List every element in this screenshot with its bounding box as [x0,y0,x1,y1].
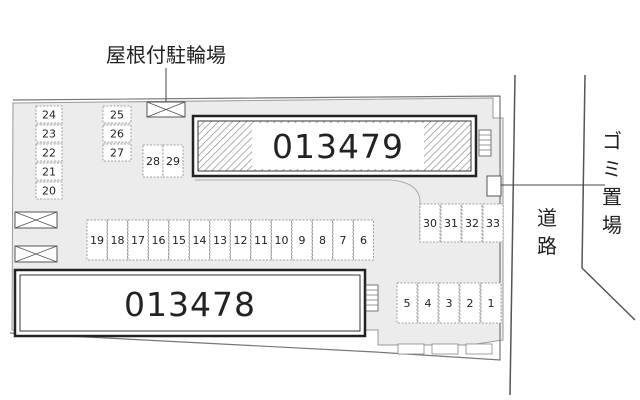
parking-space[interactable] [230,219,251,261]
building-label-013478: 013478 [124,285,256,324]
parking-space[interactable] [162,144,184,178]
bicycle-parking-shelter [146,101,186,118]
road-edge-right [581,74,586,269]
parking-space-number: 28 [146,155,160,168]
parking-space[interactable] [35,105,63,124]
parking-space-number: 13 [213,234,227,247]
parking-space-number: 29 [166,155,180,168]
parking-space[interactable] [417,282,439,324]
parking-space-number: 30 [423,217,437,230]
garbage-area[interactable] [486,175,502,197]
parking-space-number: 24 [42,109,56,122]
parking-space-number: 6 [360,234,367,247]
parking-space-number: 18 [111,234,125,247]
parking-space[interactable] [102,105,132,124]
parking-space[interactable] [461,203,483,243]
small-bay [397,343,425,355]
parking-space-number: 23 [42,128,56,141]
parking-space[interactable] [107,219,128,261]
parking-space[interactable] [102,143,132,162]
parking-space-number: 4 [425,297,432,310]
garbage-label: ゴミ置場 [602,129,622,237]
utility-box [14,245,58,263]
parking-space-number: 3 [446,297,453,310]
parking-space-number: 20 [42,185,56,198]
parking-space[interactable] [35,181,63,200]
parking-space-number: 26 [110,128,124,141]
parking-space-number: 10 [275,234,289,247]
parking-space[interactable] [168,219,190,261]
parking-space-number: 19 [90,234,104,247]
parking-space[interactable] [148,219,169,261]
building-label-013479: 013479 [272,127,404,166]
parking-space-number: 9 [299,234,306,247]
parking-space[interactable] [419,203,441,243]
parking-space[interactable] [459,282,481,324]
parking-space[interactable] [396,282,418,324]
parking-space[interactable] [250,219,272,261]
parking-space[interactable] [189,219,210,261]
small-bay [465,343,493,355]
stairs-icon [365,284,379,312]
parking-space[interactable] [480,282,502,324]
parking-space-number: 11 [254,234,268,247]
parking-space[interactable] [86,219,108,261]
parking-space-number: 27 [110,147,124,160]
road-edge-left [509,74,516,396]
parking-space-number: 25 [110,109,124,122]
parking-space-number: 14 [193,234,207,247]
parking-space[interactable] [102,124,132,143]
building-013478[interactable] [13,268,367,338]
parking-space[interactable] [35,162,63,181]
parking-space-number: 15 [172,234,186,247]
parking-space[interactable] [440,203,462,243]
site-boundary [9,95,501,361]
parking-space-number: 16 [152,234,166,247]
parking-space-number: 7 [340,234,347,247]
parking-space-number: 8 [319,234,326,247]
parking-space[interactable] [127,219,149,261]
island-curve [195,179,421,240]
utility-box [14,211,58,229]
parking-space[interactable] [332,219,354,261]
parking-space-number: 12 [234,234,248,247]
parking-space-number: 21 [42,166,56,179]
parking-space[interactable] [271,219,292,261]
road-corner [581,267,636,321]
small-bay [431,343,459,355]
parking-space-number: 33 [486,217,500,230]
parking-space-number: 2 [467,297,474,310]
parking-space[interactable] [35,124,63,143]
bicycle-parking-label: 屋根付駐輪場 [106,43,226,67]
parking-space-number: 32 [465,217,479,230]
parking-space[interactable] [35,143,63,162]
parking-space[interactable] [482,203,504,243]
building-013479[interactable] [191,114,478,178]
parking-space[interactable] [209,219,231,261]
parking-space-number: 17 [131,234,145,247]
parking-space[interactable] [353,219,374,261]
parking-space[interactable] [291,219,313,261]
parking-space-number: 5 [404,297,411,310]
parking-space-number: 1 [488,297,495,310]
stairs-icon [478,129,492,157]
parking-space-number: 31 [444,217,458,230]
parking-space-number: 22 [42,147,56,160]
road-label: 道路 [537,206,557,258]
parking-space[interactable] [312,219,333,261]
parking-space[interactable] [438,282,460,324]
